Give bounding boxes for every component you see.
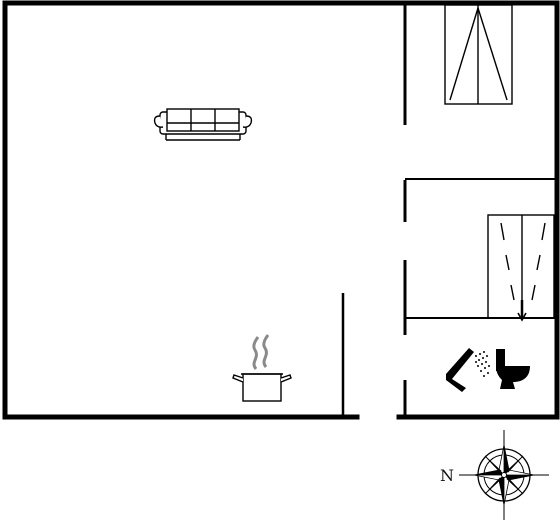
sofa-icon [153,108,253,141]
toilet-icon [496,349,530,389]
shower-icon [446,348,490,392]
single-bed-icon [444,4,513,105]
compass-north-label: N [440,466,454,485]
outer-walls [2,0,560,420]
interior-walls [341,5,556,416]
compass-rose-icon [459,430,549,520]
cooking-pot-icon [232,334,292,402]
wardrobe-icon [487,214,555,322]
